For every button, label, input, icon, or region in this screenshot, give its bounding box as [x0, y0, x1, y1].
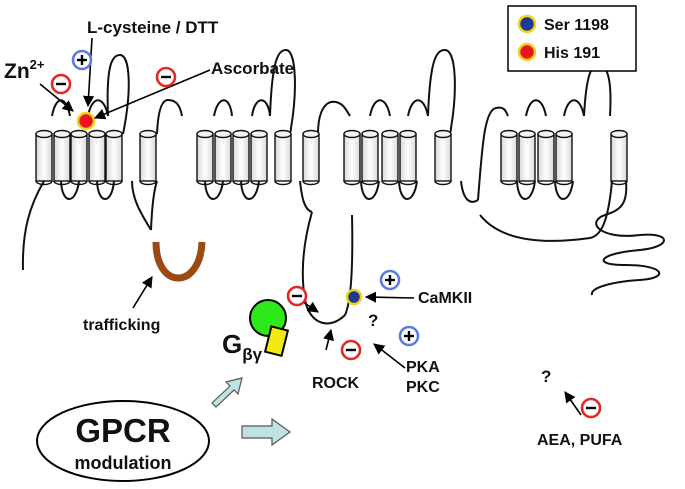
helix-cylinder: [232, 129, 250, 186]
gpcr-subtitle: modulation: [75, 453, 172, 473]
g-beta-gamma: [249, 299, 290, 358]
pka-plus-badge: +: [398, 325, 420, 347]
helix-cylinder: [500, 129, 518, 186]
ser1198-site: [345, 288, 363, 306]
helix-cylinder: [250, 129, 268, 186]
question-mark-pka: ?: [368, 311, 378, 330]
helix-cylinder: [35, 129, 53, 186]
legend: Ser 1198 His 191: [507, 5, 637, 72]
g-beta-gamma-label: Gβγ: [222, 329, 263, 364]
aea-pufa-label: AEA, PUFA: [537, 432, 623, 449]
trafficking-loop: [152, 241, 206, 282]
trafficking-label: trafficking: [83, 317, 160, 334]
helix-cylinder: [88, 129, 106, 186]
helix-cylinder: [361, 129, 379, 186]
cysteine-dtt-label: L-cysteine / DTT: [87, 18, 219, 37]
pka-label: PKA: [406, 359, 440, 376]
gpcr-ellipse: [36, 400, 210, 482]
pkc-label: PKC: [406, 379, 440, 396]
helix-cylinder: [139, 129, 157, 186]
helix-cylinder: [610, 129, 628, 186]
gpcr-title: GPCR: [75, 412, 171, 449]
question-mark-aea: ?: [541, 367, 551, 386]
helix-cylinder: [70, 129, 88, 186]
legend-his-dot: [517, 42, 537, 62]
helix-cylinder: [343, 129, 361, 186]
legend-ser-label: Ser 1198: [544, 17, 609, 34]
gpcr-arrow-lower: [241, 417, 292, 447]
helix-cylinder: [302, 129, 320, 186]
gbg-minus-badge: −: [286, 285, 308, 307]
helix-cylinder: [537, 129, 555, 186]
helix-cylinder: [555, 129, 573, 186]
rock-minus-badge: −: [340, 339, 362, 361]
transmembrane-helices: [35, 129, 628, 186]
cysteine-plus-badge: +: [71, 49, 93, 71]
gpcr-arrow-upper: [211, 377, 243, 408]
modulation-badges: +−−−+−+−: [50, 49, 602, 419]
helix-cylinder: [518, 129, 536, 186]
helix-cylinder: [214, 129, 232, 186]
ascorbate-minus-badge: −: [155, 66, 177, 88]
camkii-plus-badge: +: [379, 269, 401, 291]
rock-label: ROCK: [312, 375, 360, 392]
pointer-arrows: [39, 37, 582, 416]
his191-site: [76, 111, 96, 131]
channel-backbone: [21, 48, 665, 325]
helix-cylinder: [274, 129, 292, 186]
helix-cylinder: [381, 129, 399, 186]
ascorbate-label: Ascorbate: [211, 59, 294, 78]
aea-minus-badge: −: [580, 397, 602, 419]
legend-his-label: His 191: [544, 45, 600, 62]
helix-cylinder: [434, 129, 452, 186]
helix-cylinder: [196, 129, 214, 186]
zinc-minus-badge: −: [50, 73, 72, 95]
helix-cylinder: [399, 129, 417, 186]
helix-cylinder: [105, 129, 123, 186]
helix-cylinder: [53, 129, 71, 186]
legend-ser-dot: [517, 14, 537, 34]
zinc-label: Zn2+: [4, 57, 45, 83]
g-gamma-subunit: [263, 325, 290, 358]
camkii-label: CaMKII: [418, 290, 472, 307]
